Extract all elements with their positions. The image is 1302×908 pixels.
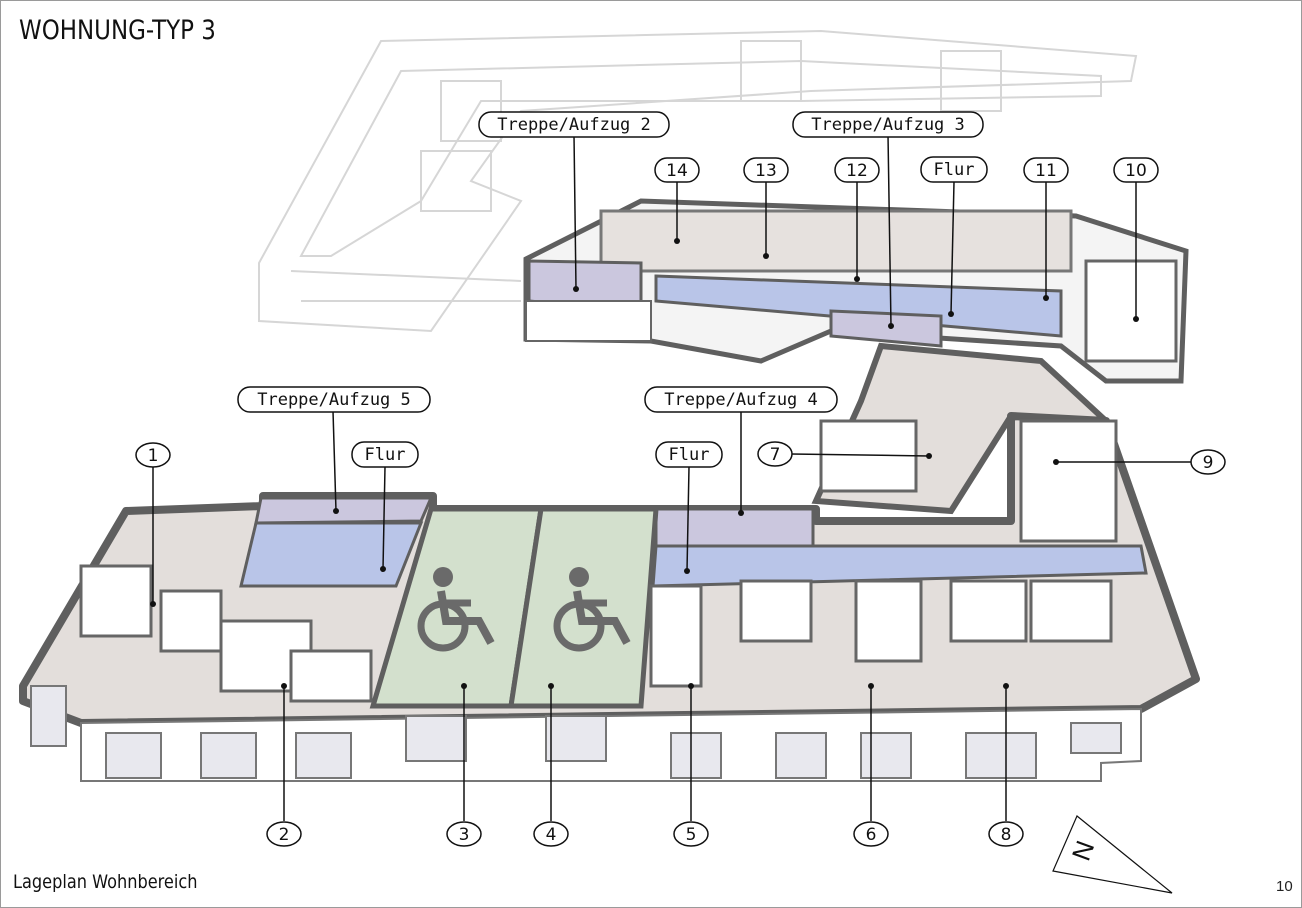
room-marker-11: 11 <box>1023 157 1069 183</box>
room-marker-3: 3 <box>446 821 482 847</box>
label-flur-mid: Flur <box>655 441 723 468</box>
room-marker-10: 10 <box>1113 157 1159 183</box>
svg-text:11: 11 <box>1035 161 1057 181</box>
label-stair-5: Treppe/Aufzug 5 <box>237 386 431 413</box>
wheelchair-icon <box>553 567 631 652</box>
svg-text:Flur: Flur <box>934 160 975 180</box>
svg-text:2: 2 <box>279 825 290 845</box>
north-arrow-icon: N <box>1052 815 1173 894</box>
room-marker-9: 9 <box>1190 449 1226 475</box>
room-marker-7: 7 <box>757 441 793 467</box>
stair-5-area <box>254 496 434 525</box>
footer-caption: Lageplan Wohnbereich <box>13 871 198 893</box>
svg-text:9: 9 <box>1203 453 1214 473</box>
svg-text:Treppe/Aufzug 3: Treppe/Aufzug 3 <box>811 115 965 135</box>
room-marker-13: 13 <box>743 157 789 183</box>
svg-text:10: 10 <box>1125 161 1147 181</box>
leader-dots <box>150 238 1139 689</box>
svg-text:13: 13 <box>755 161 777 181</box>
label-stair-2: Treppe/Aufzug 2 <box>478 111 670 138</box>
room-marker-5: 5 <box>673 821 709 847</box>
label-stair-4: Treppe/Aufzug 4 <box>644 386 838 413</box>
label-stair-3: Treppe/Aufzug 3 <box>792 111 984 138</box>
svg-text:Treppe/Aufzug 2: Treppe/Aufzug 2 <box>497 115 651 135</box>
room-marker-4: 4 <box>533 821 569 847</box>
room-marker-12: 12 <box>834 157 880 183</box>
svg-text:Flur: Flur <box>669 445 710 465</box>
label-flur-upper: Flur <box>920 156 988 183</box>
svg-text:4: 4 <box>546 825 557 845</box>
corridor-left <box>239 521 424 588</box>
page-number: 10 <box>1276 878 1293 895</box>
svg-text:5: 5 <box>686 825 697 845</box>
svg-text:3: 3 <box>459 825 470 845</box>
room-marker-1: 1 <box>135 442 171 468</box>
upper-wing <box>523 198 1189 384</box>
svg-text:7: 7 <box>770 445 781 465</box>
upper-building-faded <box>258 29 1138 333</box>
stair-4-area <box>654 507 815 548</box>
label-flur-left: Flur <box>351 441 419 468</box>
svg-text:Treppe/Aufzug 5: Treppe/Aufzug 5 <box>257 390 411 410</box>
stair-3-area <box>829 309 943 348</box>
page-title: WOHNUNG-TYP 3 <box>19 15 216 46</box>
leader-lines <box>152 134 1191 821</box>
room-marker-2: 2 <box>266 821 302 847</box>
svg-text:Treppe/Aufzug 4: Treppe/Aufzug 4 <box>664 390 818 410</box>
room-marker-6: 6 <box>853 821 889 847</box>
svg-text:12: 12 <box>846 161 868 181</box>
room-marker-14: 14 <box>654 157 700 183</box>
svg-text:14: 14 <box>666 161 688 181</box>
svg-text:1: 1 <box>148 446 159 466</box>
svg-text:8: 8 <box>1001 825 1012 845</box>
wheelchair-icon <box>417 567 495 652</box>
lower-wing <box>19 412 1200 782</box>
room-marker-8: 8 <box>988 821 1024 847</box>
upper-corridor <box>654 274 1063 338</box>
svg-text:Flur: Flur <box>365 445 406 465</box>
corridor-mid <box>651 544 1148 588</box>
svg-text:6: 6 <box>866 825 877 845</box>
